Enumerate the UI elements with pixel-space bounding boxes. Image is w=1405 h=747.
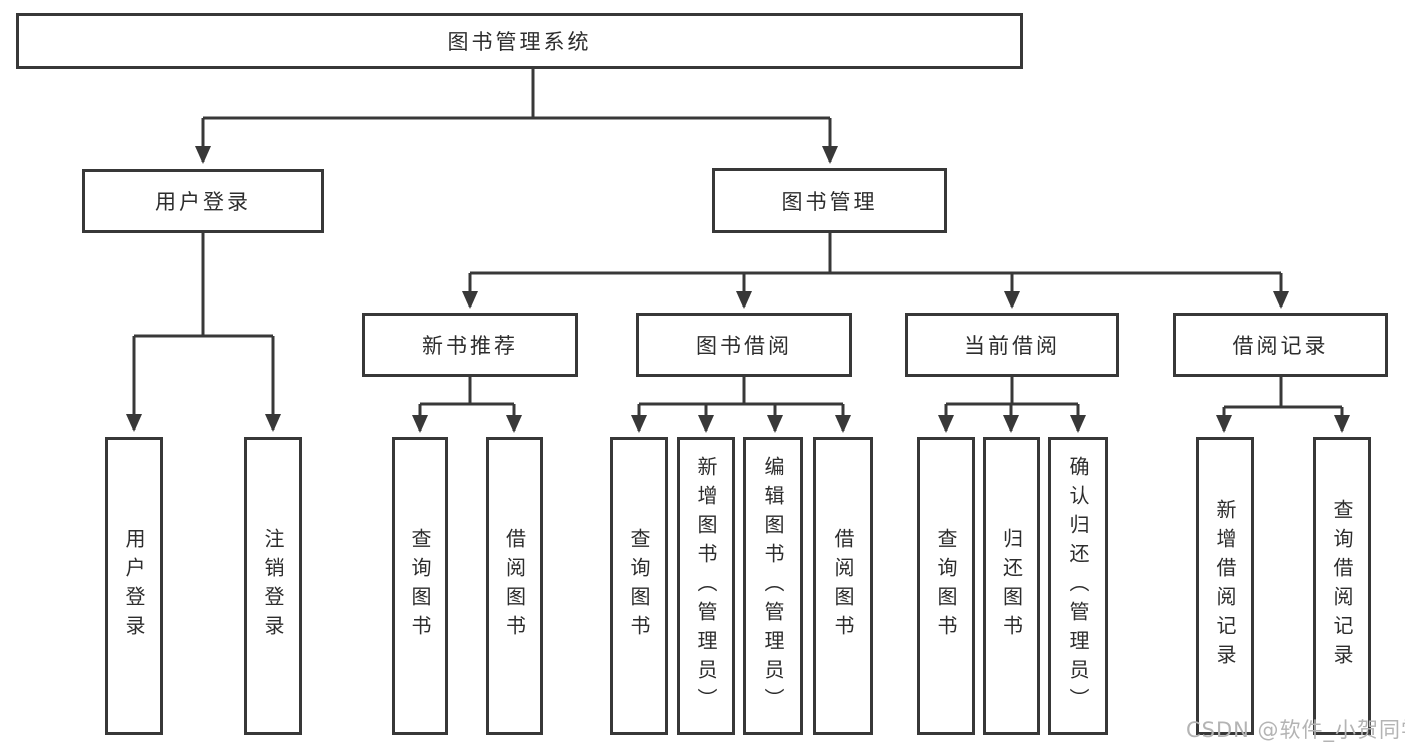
leaf-return-book-label: 归还图书 (999, 528, 1024, 644)
leaf-borrow-books-2-label: 借阅图书 (831, 528, 855, 644)
leaf-query-books-1: 查询图书 (392, 437, 448, 735)
leaf-query-books-2: 查询图书 (610, 437, 668, 735)
connector-new-book-recommend-children (412, 377, 522, 433)
leaf-query-books-1-label: 查询图书 (408, 528, 432, 644)
node-book-management-branch: 图书管理 (712, 168, 947, 233)
node-book-management-label: 图书管理 (781, 189, 878, 214)
connector-borrow-records-children (1216, 377, 1350, 433)
node-user-login-branch-label: 用户登录 (155, 190, 251, 214)
leaf-add-book-admin-label: 新增图书（管理员） (694, 455, 718, 717)
leaf-confirm-return-admin: 确认归还（管理员） (1048, 437, 1108, 735)
node-root-label: 图书管理系统 (447, 30, 592, 54)
leaf-add-borrow-record: 新增借阅记录 (1196, 437, 1254, 735)
node-current-borrow: 当前借阅 (905, 313, 1119, 377)
leaf-query-books-3-label: 查询图书 (934, 528, 958, 644)
leaf-borrow-books-2: 借阅图书 (813, 437, 873, 735)
node-new-book-recommend-label: 新书推荐 (422, 334, 518, 358)
node-current-borrow-label: 当前借阅 (964, 334, 1060, 358)
leaf-user-login: 用户登录 (105, 437, 163, 735)
node-borrow-records-label: 借阅记录 (1232, 334, 1329, 358)
leaf-query-books-3: 查询图书 (917, 437, 975, 735)
leaf-confirm-return-admin-label: 确认归还（管理员） (1066, 455, 1090, 717)
node-book-borrow-label: 图书借阅 (696, 334, 792, 358)
leaf-return-book: 归还图书 (983, 437, 1040, 735)
node-root-system: 图书管理系统 (16, 13, 1023, 69)
node-new-book-recommend: 新书推荐 (362, 313, 578, 377)
leaf-query-borrow-record-label: 查询借阅记录 (1330, 499, 1354, 673)
leaf-add-borrow-record-label: 新增借阅记录 (1213, 499, 1237, 673)
leaf-logout: 注销登录 (244, 437, 302, 735)
leaf-edit-book-admin-label: 编辑图书（管理员） (761, 455, 785, 717)
leaf-borrow-books-1: 借阅图书 (486, 437, 543, 735)
leaf-user-login-label: 用户登录 (122, 528, 146, 644)
connector-book-mgmt-to-level3 (462, 233, 1289, 309)
leaf-edit-book-admin: 编辑图书（管理员） (743, 437, 803, 735)
node-user-login-branch: 用户登录 (82, 169, 324, 233)
connector-root-to-level2 (195, 69, 838, 164)
leaf-add-book-admin: 新增图书（管理员） (677, 437, 735, 735)
leaf-query-borrow-record: 查询借阅记录 (1313, 437, 1371, 735)
leaf-borrow-books-1-label: 借阅图书 (502, 528, 527, 644)
connector-user-login-children (126, 233, 281, 432)
connector-current-borrow-children (938, 377, 1086, 433)
leaf-query-books-2-label: 查询图书 (627, 528, 651, 644)
leaf-logout-label: 注销登录 (261, 528, 285, 644)
csdn-watermark: CSDN @软件_小贺同学 (1186, 718, 1405, 742)
node-borrow-records: 借阅记录 (1173, 313, 1388, 377)
connector-book-borrow-children (631, 377, 851, 433)
node-book-borrow: 图书借阅 (636, 313, 852, 377)
